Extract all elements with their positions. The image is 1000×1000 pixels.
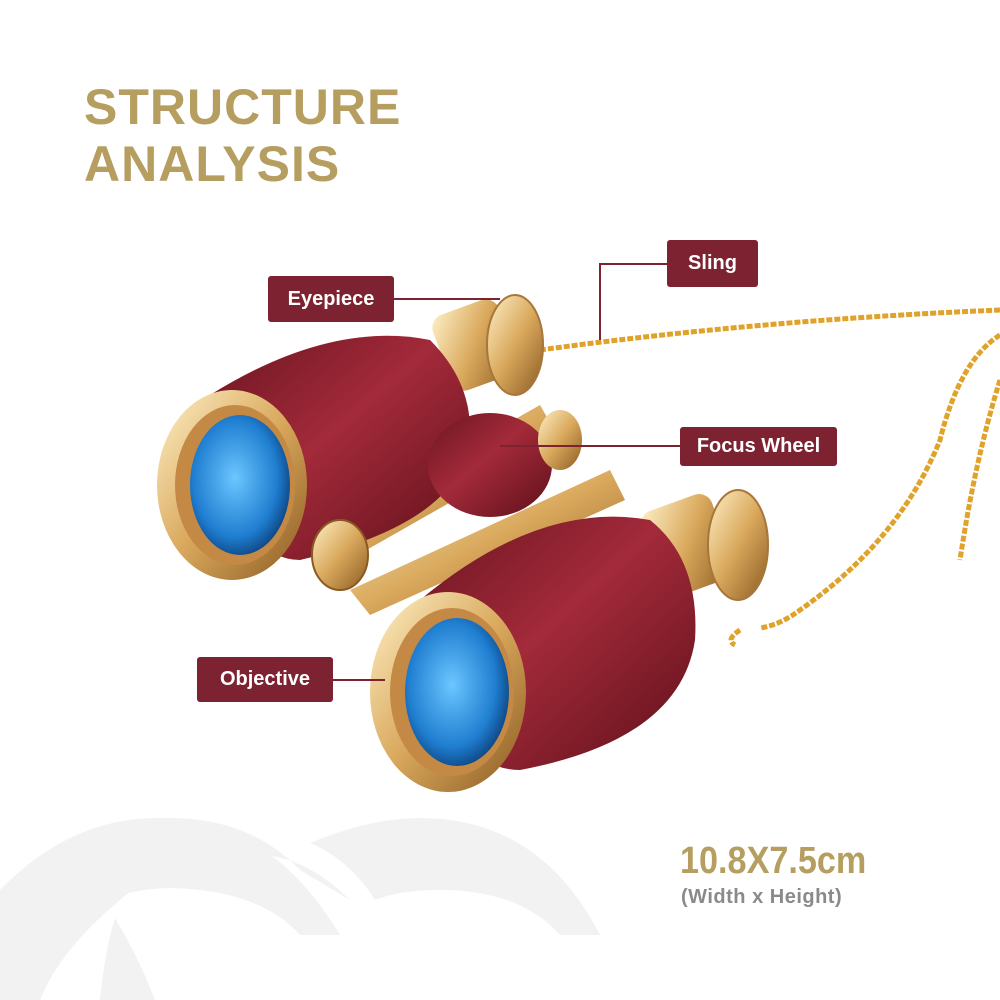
label-objective: Objective xyxy=(197,657,333,702)
leader-lines xyxy=(333,263,680,681)
focus-wheel xyxy=(311,410,582,591)
dimensions-value: 10.8X7.5cm xyxy=(680,840,867,882)
left-barrel xyxy=(157,335,470,580)
label-eyepiece: Eyepiece xyxy=(268,276,394,322)
right-barrel xyxy=(370,516,696,792)
dimensions-caption: (Width x Height) xyxy=(681,886,843,908)
sling-chain xyxy=(539,307,1000,648)
background-arcs xyxy=(0,818,600,1000)
title-line-2: ANALYSIS xyxy=(84,136,341,192)
label-sling: Sling xyxy=(667,240,758,287)
label-focus-wheel: Focus Wheel xyxy=(680,427,837,466)
title-line-1: STRUCTURE xyxy=(84,79,402,135)
